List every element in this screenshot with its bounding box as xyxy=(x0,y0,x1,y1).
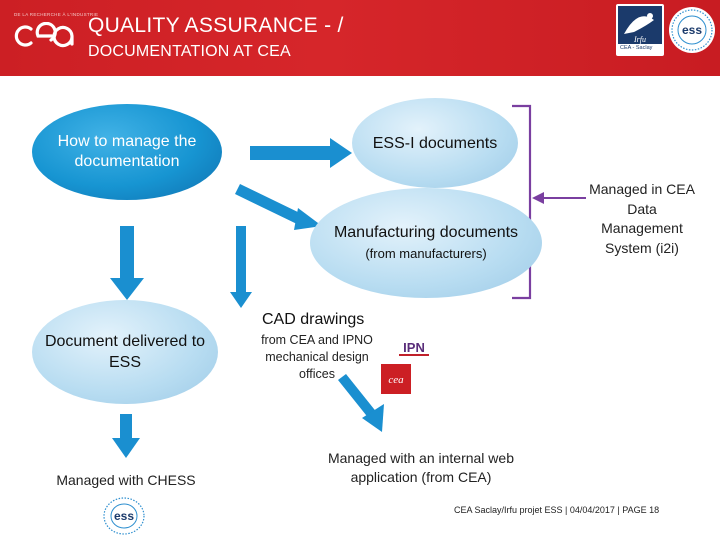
ess-logo-icon: ess xyxy=(669,7,715,53)
bubble-doc-delivered-label: Document delivered to ESS xyxy=(44,333,206,371)
slide-title: QUALITY ASSURANCE - / xyxy=(88,14,344,37)
arrow-to-chess xyxy=(112,414,140,458)
managed-internal-app-text: Managed with an internal web application… xyxy=(327,450,514,485)
bubble-ess-i-label: ESS-I documents xyxy=(372,134,498,152)
bracket xyxy=(512,104,532,300)
irfu-logo-caption: CEA - Saclay xyxy=(620,45,653,51)
arrow-to-cad xyxy=(230,226,252,308)
arrow-to-bracket xyxy=(532,192,586,204)
bubble-how-to-label: How to manage the documentation xyxy=(57,133,197,170)
cad-drawings-title: CAD drawings xyxy=(262,311,365,328)
irfu-logo-icon: Irfu xyxy=(616,4,664,56)
svg-text:Irfu: Irfu xyxy=(633,35,646,44)
arrow-to-ess-i xyxy=(250,138,352,168)
cad-drawings-subtitle: from CEA and IPNO mechanical design offi… xyxy=(261,333,373,381)
cea-logo-icon xyxy=(14,22,74,48)
bubble-manufacturing-label: Manufacturing documents xyxy=(333,224,519,241)
cea-small-logo-icon: cea xyxy=(381,364,411,394)
arrow-to-doc-delivered xyxy=(110,226,144,300)
ess-logo-bottom-icon: ess xyxy=(102,496,146,536)
arrow-to-manufacturing xyxy=(235,184,322,230)
svg-text:ess: ess xyxy=(114,509,134,523)
ipn-logo-icon: IPN xyxy=(396,332,432,362)
svg-text:cea: cea xyxy=(388,374,404,386)
bubble-manufacturing-sublabel: (from manufacturers) xyxy=(365,246,487,261)
bubble-manufacturing-documents: Manufacturing documents (from manufactur… xyxy=(310,188,542,298)
svg-text:IPN: IPN xyxy=(403,340,425,355)
cea-tagline: DE LA RECHERCHE À L'INDUSTRIE xyxy=(14,12,99,17)
arrow-to-internal-app xyxy=(338,374,384,432)
bubble-ess-i-documents: ESS-I documents xyxy=(352,98,518,188)
footer-text: CEA Saclay/Irfu projet ESS | 04/04/2017 … xyxy=(454,505,660,515)
header-band: DE LA RECHERCHE À L'INDUSTRIE QUALITY AS… xyxy=(0,0,720,76)
bubble-document-delivered: Document delivered to ESS xyxy=(32,300,218,404)
slide-subtitle: DOCUMENTATION AT CEA xyxy=(88,43,291,60)
managed-in-cea-text: Managed in CEA Data Management System (i… xyxy=(589,181,695,256)
svg-text:ess: ess xyxy=(682,23,702,37)
bubble-how-to-manage: How to manage the documentation xyxy=(32,104,222,200)
managed-with-chess-text: Managed with CHESS xyxy=(56,472,196,488)
